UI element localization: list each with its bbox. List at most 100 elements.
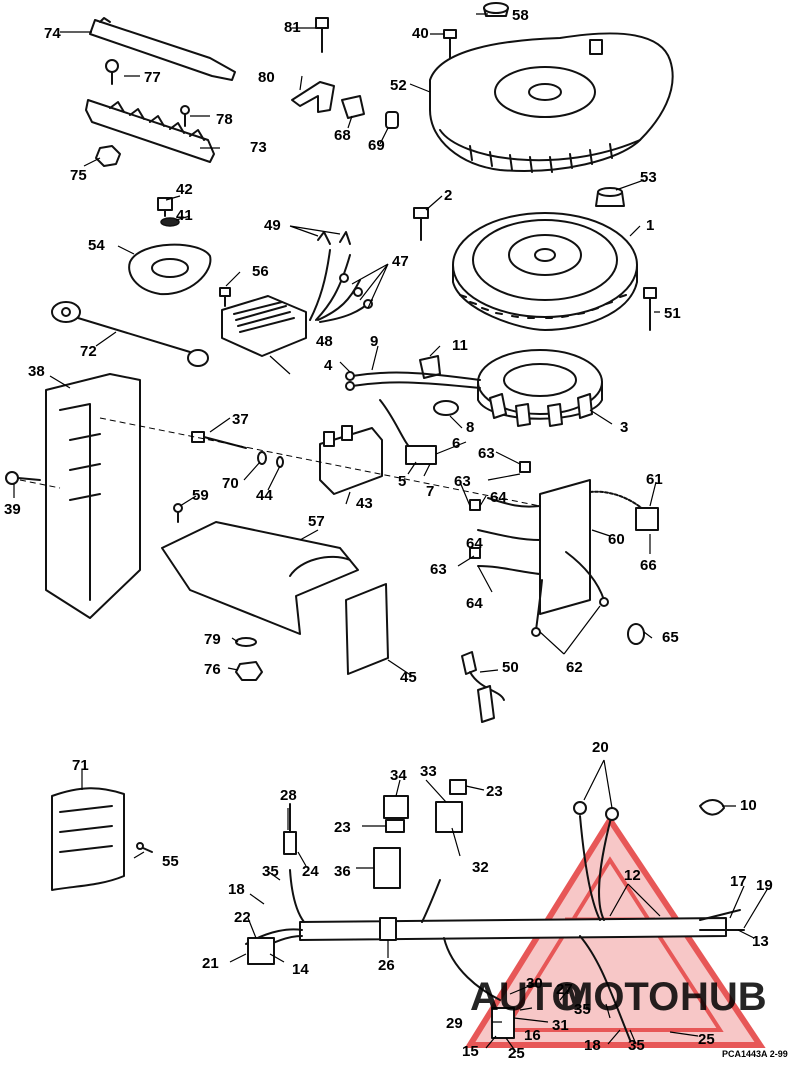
part-76-nut xyxy=(235,661,263,681)
part-50-spark-wire xyxy=(461,651,505,723)
callout-71: 71 xyxy=(72,757,89,774)
callout-34: 34 xyxy=(390,767,407,784)
callout-68: 68 xyxy=(334,127,351,144)
alignment-line xyxy=(99,417,561,511)
part-3-stator xyxy=(477,349,603,427)
watermark-auto: AUTO xyxy=(470,975,583,1019)
callout-26: 26 xyxy=(378,957,395,974)
callout-38: 38 xyxy=(28,363,45,380)
part-1-flywheel xyxy=(452,212,638,331)
callout-58: 58 xyxy=(512,7,529,24)
part-52-flywheel-cover xyxy=(429,32,674,173)
part-28-24-connector xyxy=(283,803,297,855)
callout-24: 24 xyxy=(302,863,319,880)
part-54-trigger-plate xyxy=(128,243,212,296)
callout-labels: 74 81 58 40 77 80 52 78 73 68 69 75 53 4… xyxy=(4,7,773,1062)
callout-39: 39 xyxy=(4,501,21,518)
callout-79: 79 xyxy=(204,631,221,648)
callout-16: 16 xyxy=(524,1027,541,1044)
callout-10: 10 xyxy=(740,797,757,814)
callout-21: 21 xyxy=(202,955,219,972)
part-11-clip xyxy=(419,355,441,379)
callout-45: 45 xyxy=(400,669,417,686)
callout-55: 55 xyxy=(162,853,179,870)
callout-63: 63 xyxy=(478,445,495,462)
callout-44: 44 xyxy=(256,487,273,504)
alignment-line-2 xyxy=(19,479,61,489)
callout-30: 30 xyxy=(526,975,543,992)
callout-51: 51 xyxy=(664,305,681,322)
part-10-clip xyxy=(699,799,725,816)
wiring-harness xyxy=(245,801,745,1041)
callout-35: 35 xyxy=(262,863,279,880)
part-42-bolt xyxy=(157,197,173,217)
part-51-bolt xyxy=(643,287,657,331)
callout-63-b: 63 xyxy=(454,473,471,490)
part-58-plug xyxy=(483,2,509,17)
part-71-cover xyxy=(51,787,125,891)
callout-11: 11 xyxy=(452,337,468,354)
callout-49: 49 xyxy=(264,217,281,234)
callout-3: 3 xyxy=(620,419,628,436)
part-62-leads xyxy=(531,551,609,637)
callout-77: 77 xyxy=(144,69,161,86)
part-59-screw xyxy=(173,503,183,523)
part-45-cover xyxy=(345,583,389,675)
callout-61: 61 xyxy=(646,471,663,488)
part-29-15-connector xyxy=(491,1007,515,1039)
callout-15: 15 xyxy=(462,1043,479,1060)
callout-72: 72 xyxy=(80,343,97,360)
callout-81: 81 xyxy=(284,19,301,36)
watermark-text: AUTO MOTO HUB xyxy=(470,975,767,1019)
callout-31: 31 xyxy=(552,1017,569,1034)
part-77-screw xyxy=(105,59,119,85)
part-65-clamp xyxy=(627,623,645,645)
part-80-bracket xyxy=(291,81,335,113)
callout-4: 4 xyxy=(324,357,333,374)
callout-14: 14 xyxy=(292,961,309,978)
part-47-48-wires xyxy=(309,249,373,323)
part-38-shield xyxy=(45,373,141,619)
part-78-screw xyxy=(180,105,190,127)
callout-53: 53 xyxy=(640,169,657,186)
callout-36: 36 xyxy=(334,863,351,880)
callout-76: 76 xyxy=(204,661,221,678)
part-43-ignition-coil xyxy=(319,425,383,495)
callout-9: 9 xyxy=(370,333,378,350)
part-60-power-pack xyxy=(469,461,591,615)
callout-13: 13 xyxy=(752,933,769,950)
part-21-22-connector xyxy=(247,937,275,965)
callout-20: 20 xyxy=(592,739,609,756)
callout-75: 75 xyxy=(70,167,87,184)
callout-35-b: 35 xyxy=(574,1001,591,1018)
part-74-cover xyxy=(89,17,236,81)
callout-18: 18 xyxy=(228,881,245,898)
part-72-ground-strap xyxy=(51,301,209,367)
part-69-pin xyxy=(385,111,399,129)
callout-23: 23 xyxy=(486,783,503,800)
callout-17: 17 xyxy=(730,873,747,890)
part-53-nut xyxy=(595,187,625,207)
callout-25-b: 25 xyxy=(508,1045,525,1061)
callout-60: 60 xyxy=(608,531,625,548)
callout-48: 48 xyxy=(316,333,333,350)
callout-8: 8 xyxy=(466,419,474,436)
callout-80: 80 xyxy=(258,69,275,86)
callout-37: 37 xyxy=(232,411,249,428)
callout-57: 57 xyxy=(308,513,325,530)
part-39-screw xyxy=(5,471,41,485)
watermark-moto: MOTO xyxy=(560,975,679,1019)
callout-33: 33 xyxy=(420,763,437,780)
part-6-7-connector xyxy=(379,399,437,465)
callout-63-c: 63 xyxy=(430,561,447,578)
part-79-washer xyxy=(235,637,257,647)
callout-43: 43 xyxy=(356,495,373,512)
part-81-bolt xyxy=(315,17,329,53)
callout-59: 59 xyxy=(192,487,209,504)
callout-5: 5 xyxy=(398,473,406,490)
callout-18-b: 18 xyxy=(584,1037,601,1054)
callout-52: 52 xyxy=(390,77,407,94)
part-55-screw xyxy=(136,842,153,853)
callout-47: 47 xyxy=(392,253,409,270)
